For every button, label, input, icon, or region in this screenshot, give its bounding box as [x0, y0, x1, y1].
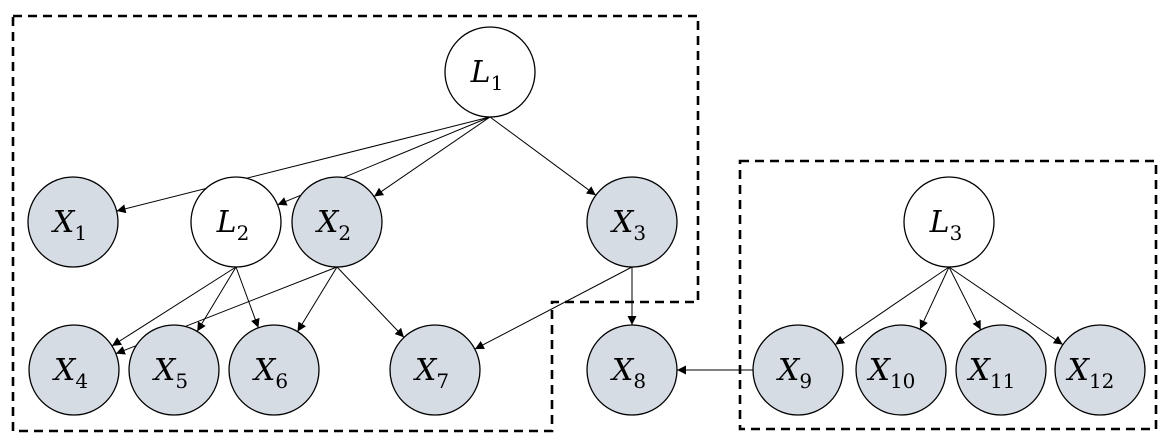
node-label-L1: L1 [470, 55, 504, 95]
edge-L3-to-X12 [948, 266, 1064, 346]
node-X10: X10 [855, 324, 947, 416]
node-circle-X5 [128, 324, 220, 416]
edge-X2-to-X6 [297, 266, 338, 332]
node-X1: X1 [27, 176, 119, 268]
edge-L3-to-X10 [919, 266, 950, 330]
edge-L1-to-X2 [373, 116, 491, 197]
node-label-X4: X4 [52, 353, 88, 393]
node-X7: X7 [389, 324, 481, 416]
edge-L1-to-X3 [489, 116, 597, 196]
node-label-X1: X1 [51, 205, 87, 245]
node-circle-L1 [444, 26, 536, 118]
node-L3: L3 [903, 176, 995, 268]
node-label-X6: X6 [252, 353, 288, 393]
node-X9: X9 [752, 324, 844, 416]
node-label-X8: X8 [610, 353, 646, 393]
node-label-L3: L3 [929, 205, 963, 245]
node-X8: X8 [586, 324, 678, 416]
edge-L2-to-X5 [196, 266, 237, 332]
edge-L3-to-X9 [834, 266, 950, 346]
edge-X3-to-X7 [474, 266, 633, 350]
node-circle-X1 [27, 176, 119, 268]
node-label-X11: X11 [967, 353, 1016, 393]
node-X4: X4 [28, 324, 120, 416]
node-X12: X12 [1054, 324, 1146, 416]
edge-L2-to-X4 [111, 266, 237, 347]
node-label-X2: X2 [315, 205, 351, 245]
node-circle-X8 [586, 324, 678, 416]
node-circle-X2 [291, 176, 383, 268]
node-label-X3: X3 [610, 205, 646, 245]
node-circle-X7 [389, 324, 481, 416]
node-label-L2: L2 [216, 205, 250, 245]
node-X6: X6 [228, 324, 320, 416]
node-circle-X6 [228, 324, 320, 416]
node-label-X7: X7 [413, 353, 449, 393]
node-circle-X11 [955, 324, 1047, 416]
node-L1: L1 [444, 26, 536, 118]
edge-L1-to-X1 [116, 116, 491, 214]
cluster-right-boundary [738, 159, 1158, 431]
node-X11: X11 [955, 324, 1047, 416]
node-circle-L2 [190, 176, 282, 268]
edge-L3-to-X11 [948, 266, 982, 331]
node-circle-X9 [752, 324, 844, 416]
node-label-X12: X12 [1066, 353, 1115, 393]
node-X2: X2 [291, 176, 383, 268]
node-label-X5: X5 [152, 353, 188, 393]
node-circle-X3 [586, 176, 678, 268]
node-label-X10: X10 [867, 353, 916, 393]
node-circle-L3 [903, 176, 995, 268]
node-L2: L2 [190, 176, 282, 268]
node-label-X9: X9 [776, 353, 812, 393]
edge-L2-to-X6 [235, 266, 260, 328]
node-X3: X3 [586, 176, 678, 268]
cluster-boundaries [11, 14, 1158, 433]
node-X5: X5 [128, 324, 220, 416]
edge-X2-to-X7 [336, 266, 405, 338]
edges-layer [111, 116, 1064, 375]
node-circle-X4 [28, 324, 120, 416]
node-circle-X12 [1054, 324, 1146, 416]
cluster-left-boundary [11, 14, 700, 433]
node-circle-X10 [855, 324, 947, 416]
